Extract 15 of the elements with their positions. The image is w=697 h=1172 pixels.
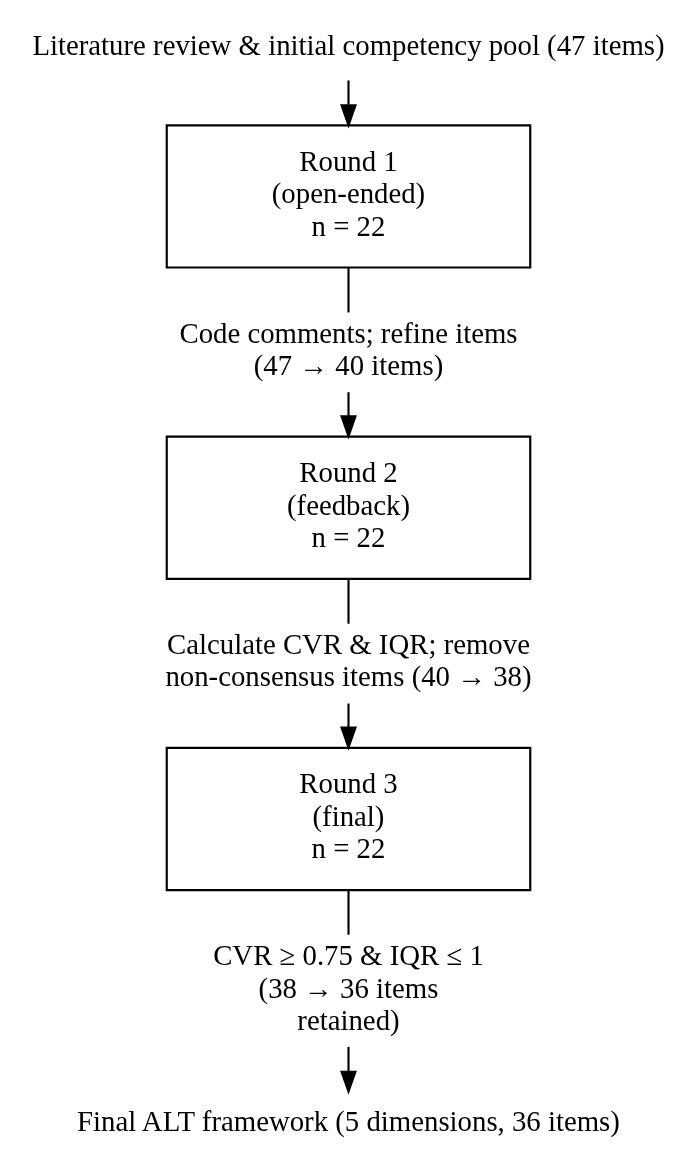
arrow bbox=[340, 703, 357, 751]
node-text: Code comments; refine items (47 → 40 items) bbox=[179, 316, 518, 382]
connector bbox=[347, 268, 350, 313]
arrow bbox=[340, 392, 357, 440]
node-text: Calculate CVR & IQR; remove non-consensus items (40 → 38) bbox=[165, 628, 532, 693]
node-text: Literature review & initial competency pool (47 items) bbox=[32, 28, 665, 61]
connector bbox=[347, 579, 350, 624]
node-text: CVR ≥ 0.75 & IQR ≤ 1 (38 → 36 items retained) bbox=[213, 939, 484, 1037]
node-box: Round 1 (open-ended) n = 22 bbox=[165, 124, 532, 269]
node-text: Final ALT framework (5 dimensions, 36 items) bbox=[77, 1104, 620, 1137]
node-box: Round 3 (final) n = 22 bbox=[165, 746, 532, 892]
connector bbox=[347, 890, 350, 935]
arrow bbox=[340, 1046, 357, 1095]
node-box: Round 2 (feedback) n = 22 bbox=[165, 435, 532, 580]
arrow bbox=[340, 80, 357, 129]
